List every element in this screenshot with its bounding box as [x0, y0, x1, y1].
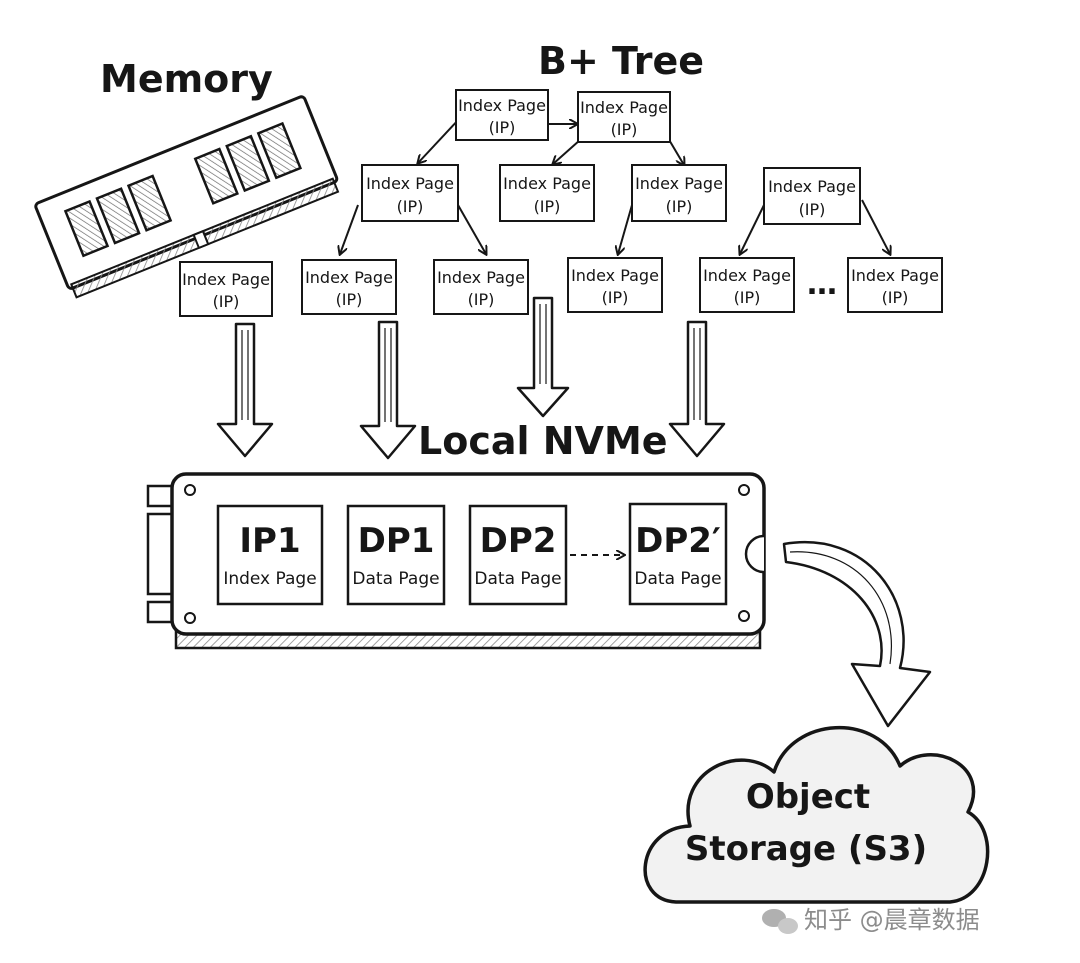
tree-edge: [553, 139, 581, 164]
svg-text:Data Page: Data Page: [634, 569, 721, 589]
tree-edge: [861, 199, 890, 254]
down-arrow-icon: [216, 322, 274, 458]
tree-edge: [418, 117, 461, 163]
svg-text:(IP): (IP): [397, 197, 424, 216]
svg-text:(IP): (IP): [734, 288, 761, 307]
nvme-slot: DP2′ Data Page: [628, 502, 728, 606]
svg-text:Index Page: Index Page: [703, 266, 791, 285]
svg-text:Index Page: Index Page: [503, 174, 591, 193]
svg-text:(IP): (IP): [799, 200, 826, 219]
cloud-icon: [643, 725, 990, 904]
tree-node: Index Page (IP): [699, 257, 795, 313]
tree-node: Index Page (IP): [179, 261, 273, 317]
svg-text:DP2′: DP2′: [635, 521, 721, 561]
tree-edges: [340, 117, 890, 254]
svg-text:IP1: IP1: [239, 521, 300, 561]
svg-text:DP2: DP2: [480, 521, 557, 561]
tree-edge: [340, 204, 359, 254]
svg-text:Index Page: Index Page: [580, 98, 668, 117]
nvme-label: Local NVMe: [418, 419, 668, 463]
tree-node: Index Page (IP): [301, 259, 397, 315]
svg-text:Index Page: Index Page: [768, 177, 856, 196]
tree-node: Index Page (IP): [433, 259, 529, 315]
tree-edge: [618, 204, 633, 254]
down-arrow-icon: [359, 320, 417, 460]
watermark: 知乎 @晨章数据: [804, 906, 980, 934]
svg-text:Data Page: Data Page: [352, 569, 439, 589]
tree-edge: [457, 204, 486, 254]
svg-text:Index Page: Index Page: [223, 569, 316, 589]
nvme-slot: DP1 Data Page: [346, 504, 446, 606]
down-arrows: [216, 296, 726, 460]
svg-text:Index Page: Index Page: [635, 174, 723, 193]
tree-node: Index Page (IP): [499, 164, 595, 222]
svg-text:(IP): (IP): [534, 197, 561, 216]
svg-text:(IP): (IP): [336, 290, 363, 309]
cloud-label-line2: Storage (S3): [685, 829, 927, 869]
svg-text:Data Page: Data Page: [474, 569, 561, 589]
tree-node: Index Page (IP): [631, 164, 727, 222]
wechat-icon: [762, 909, 798, 934]
svg-text:(IP): (IP): [882, 288, 909, 307]
tree-node: Index Page (IP): [567, 257, 663, 313]
cloud-label-line1: Object: [746, 777, 870, 817]
curved-arrow-icon: [782, 541, 932, 728]
svg-text:(IP): (IP): [602, 288, 629, 307]
svg-text:Index Page: Index Page: [851, 266, 939, 285]
svg-text:(IP): (IP): [468, 290, 495, 309]
svg-text:Index Page: Index Page: [571, 266, 659, 285]
memory-stick-icon: [34, 95, 340, 299]
svg-text:Index Page: Index Page: [305, 268, 393, 287]
svg-text:Index Page: Index Page: [437, 268, 525, 287]
tree-node: Index Page (IP): [763, 167, 861, 225]
tree-edge: [740, 204, 765, 254]
nvme-slot: DP2 Data Page: [468, 504, 568, 606]
svg-text:Index Page: Index Page: [182, 270, 270, 289]
tree-node: Index Page (IP): [361, 164, 459, 222]
svg-text:(IP): (IP): [213, 292, 240, 311]
memory-label: Memory: [100, 57, 273, 101]
ellipsis: …: [807, 267, 837, 302]
tree-node: Index Page (IP): [455, 89, 549, 141]
svg-text:DP1: DP1: [358, 521, 435, 561]
svg-text:(IP): (IP): [489, 118, 516, 137]
down-arrow-icon: [516, 296, 570, 418]
down-arrow-icon: [668, 320, 726, 458]
svg-text:(IP): (IP): [611, 120, 638, 139]
tree-node: Index Page (IP): [577, 91, 671, 143]
nvme-slot: IP1 Index Page: [216, 504, 324, 606]
svg-text:Index Page: Index Page: [366, 174, 454, 193]
svg-text:Index Page: Index Page: [458, 96, 546, 115]
tree-node: Index Page (IP): [847, 257, 943, 313]
svg-text:(IP): (IP): [666, 197, 693, 216]
btree-label: B+ Tree: [538, 39, 704, 83]
